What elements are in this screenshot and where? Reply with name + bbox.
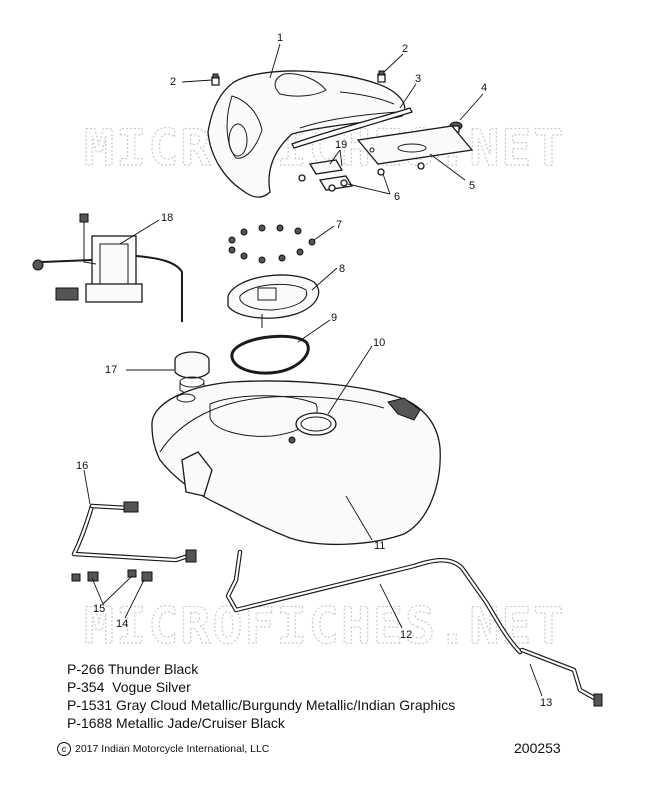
callout-13: 13 <box>540 697 552 709</box>
callout-18: 18 <box>161 212 173 224</box>
callout-10: 10 <box>373 337 385 349</box>
legend-line-4: P-1688 Metallic Jade/Cruiser Black <box>67 715 285 731</box>
part-pump-flange <box>227 274 320 328</box>
legend-line-1: P-266 Thunder Black <box>67 661 199 677</box>
callout-5: 5 <box>469 180 475 192</box>
callout-2-right: 2 <box>402 43 408 55</box>
document-number: 200253 <box>514 740 561 756</box>
callout-2-left: 2 <box>170 76 176 88</box>
copyright-text: 2017 Indian Motorcycle International, LL… <box>75 743 270 755</box>
part-plate <box>356 125 474 165</box>
callout-9: 9 <box>331 312 337 324</box>
part-fuel-line-lower <box>519 647 603 707</box>
callout-19: 19 <box>335 139 347 151</box>
callout-4: 4 <box>481 82 487 94</box>
part-hose-left <box>71 501 197 563</box>
callout-17: 17 <box>105 364 117 376</box>
part-fittings <box>71 569 153 582</box>
part-cover-disc <box>295 412 337 436</box>
copyright: c 2017 Indian Motorcycle International, L… <box>57 742 269 756</box>
part-fuel-cap <box>174 351 210 395</box>
legend-line-3: P-1531 Gray Cloud Metallic/Burgundy Meta… <box>67 697 456 713</box>
leader-lines <box>83 43 543 697</box>
watermark-bottom: MICROFICHES.NET <box>84 597 566 655</box>
part-screws-6 <box>298 162 425 192</box>
callout-15: 15 <box>93 603 105 615</box>
legend-line-2: P-354 Vogue Silver <box>67 679 191 695</box>
callout-12: 12 <box>400 629 412 641</box>
part-nuts <box>228 224 316 264</box>
callout-1: 1 <box>277 32 283 44</box>
callout-11: 11 <box>374 540 385 552</box>
part-fuel-tank <box>151 380 441 546</box>
callouts: 1 2 2 3 4 5 6 19 7 8 9 10 18 17 11 16 12… <box>76 32 552 709</box>
part-trim-strip <box>291 107 413 149</box>
part-fuel-pump <box>32 213 183 322</box>
part-gasket <box>230 334 310 375</box>
part-screw-left <box>211 73 220 86</box>
part-screw-right <box>377 70 386 83</box>
part-fuel-line <box>225 549 523 655</box>
callout-16: 16 <box>76 460 88 472</box>
copyright-icon: c <box>57 742 71 756</box>
callout-7: 7 <box>336 219 342 231</box>
paint-code-legend: P-266 Thunder Black P-354 Vogue Silver P… <box>67 660 455 732</box>
callout-3: 3 <box>415 73 421 85</box>
callout-14: 14 <box>116 618 128 630</box>
callout-6: 6 <box>394 191 400 203</box>
part-console-cover <box>207 70 406 198</box>
callout-8: 8 <box>339 263 345 275</box>
